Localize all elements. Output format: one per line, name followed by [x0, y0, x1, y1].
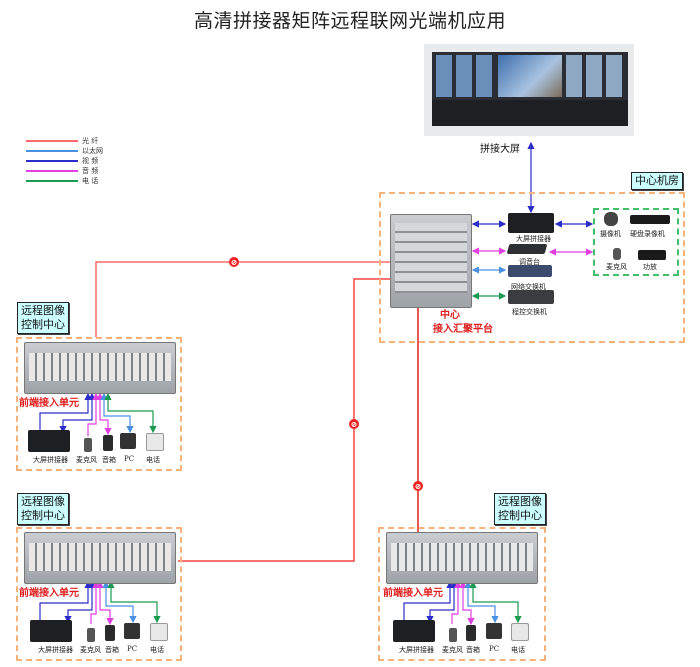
phone-icon	[150, 623, 168, 641]
legend-item-fiber: 光 纤	[26, 136, 98, 145]
legend-item-ethernet: 以太网	[26, 146, 103, 155]
microphone-icon	[449, 628, 457, 642]
legend-label: 电 话	[82, 176, 99, 185]
video-wall	[424, 44, 634, 136]
legend-label: 音 频	[82, 166, 99, 175]
pbx-icon	[508, 290, 554, 304]
device-label: PC	[127, 645, 138, 653]
device-label: 音箱	[105, 646, 119, 654]
remote-2-links	[39, 580, 161, 626]
pc-icon	[124, 623, 140, 639]
device-label: 麦克风	[76, 456, 97, 464]
fiber-line-remote-2	[178, 278, 390, 562]
front-access-unit-2	[24, 532, 176, 584]
pc-icon	[486, 623, 502, 639]
remote-site-1-zone	[16, 337, 182, 471]
fiber-connector-icon: ⊘	[413, 481, 423, 491]
device-label: 硬盘录像机	[630, 230, 665, 238]
remote-site-1-label: 远程图像 控制中心	[17, 302, 69, 334]
camera-icon	[604, 212, 618, 226]
label-line: 远程图像	[21, 304, 65, 317]
device-label: 摄像机	[600, 230, 621, 238]
microphone-icon	[84, 438, 92, 452]
remote-site-2-label: 远程图像 控制中心	[17, 493, 69, 525]
ethernet-line-swatch	[26, 149, 78, 152]
device-label: 音箱	[466, 646, 480, 654]
legend-label: 光 纤	[82, 136, 99, 145]
device-label: 麦克风	[80, 646, 101, 654]
diagram-title: 高清拼接器矩阵远程联网光端机应用	[193, 10, 506, 32]
microphone-icon	[87, 628, 95, 642]
remote-site-3-label: 远程图像 控制中心	[494, 493, 546, 525]
device-label: 网络交换机	[511, 283, 546, 291]
speaker-icon	[466, 625, 476, 641]
video-splicer-icon	[508, 213, 554, 233]
device-label: 大屏拼接器	[33, 456, 68, 464]
peripherals-zone	[593, 208, 679, 276]
label-line: 控制中心	[21, 509, 65, 522]
device-label: 大屏拼接器	[516, 235, 551, 243]
label-line: 控制中心	[21, 318, 65, 331]
device-label: 麦克风	[606, 263, 627, 271]
video-splicer-icon	[28, 430, 70, 452]
device-label: 功放	[643, 263, 657, 271]
video-splicer-icon	[30, 620, 72, 642]
front-unit-label: 前端接入单元	[383, 588, 443, 599]
front-unit-label: 前端接入单元	[19, 588, 79, 599]
device-label: 大屏拼接器	[38, 646, 73, 654]
phone-icon	[511, 623, 529, 641]
legend-item-phone: 电 话	[26, 176, 98, 185]
device-label: 音箱	[102, 456, 116, 464]
label-line: 远程图像	[498, 495, 542, 508]
video-wall-screens	[432, 52, 628, 100]
mixer-icon	[506, 244, 548, 254]
device-label: 电话	[150, 646, 164, 654]
fiber-line-remote-1	[95, 261, 390, 337]
fiber-connector-icon: ⊘	[349, 419, 359, 429]
remote-3-links	[403, 580, 522, 626]
remote-1-links	[39, 392, 157, 436]
legend-item-video: 视 频	[26, 156, 98, 165]
aggregation-platform-chassis	[390, 214, 472, 308]
fiber-line-swatch	[26, 139, 78, 142]
front-unit-label: 前端接入单元	[19, 398, 79, 409]
front-access-unit-1	[24, 342, 176, 394]
audio-line-swatch	[26, 169, 78, 172]
remote-site-2-zone	[16, 527, 182, 661]
speaker-icon	[103, 435, 113, 451]
video-line-swatch	[26, 159, 78, 162]
label-line: 控制中心	[498, 509, 542, 522]
device-label: 调音台	[519, 258, 540, 266]
center-zone	[379, 192, 685, 343]
speaker-icon	[105, 625, 115, 641]
device-label: 大屏拼接器	[399, 646, 434, 654]
fiber-connector-icon: ⊘	[229, 257, 239, 267]
phone-icon	[146, 433, 164, 451]
legend-label: 视 频	[82, 156, 99, 165]
microphone-icon	[613, 248, 621, 260]
remote-site-3-zone	[378, 527, 546, 661]
legend-item-audio: 音 频	[26, 166, 98, 175]
label-line: 远程图像	[21, 495, 65, 508]
center-zone-label: 中心机房	[631, 172, 683, 190]
network-switch-icon	[508, 265, 552, 277]
amplifier-icon	[638, 250, 666, 260]
front-access-unit-3	[386, 532, 538, 584]
video-splicer-icon	[393, 620, 435, 642]
legend-label: 以太网	[82, 146, 103, 155]
pc-icon	[120, 433, 136, 449]
platform-label-line2: 接入汇聚平台	[433, 324, 493, 335]
video-wall-caption: 拼接大屏	[480, 144, 520, 155]
platform-label-line1: 中心	[440, 310, 460, 321]
device-label: PC	[489, 645, 500, 653]
device-label: 程控交换机	[512, 308, 547, 316]
dvr-icon	[630, 215, 670, 224]
device-label: 电话	[511, 646, 525, 654]
device-label: 麦克风	[442, 646, 463, 654]
video-wall-cabinet	[432, 100, 628, 126]
device-label: PC	[124, 455, 135, 463]
phone-line-swatch	[26, 179, 78, 182]
device-label: 电话	[146, 456, 160, 464]
